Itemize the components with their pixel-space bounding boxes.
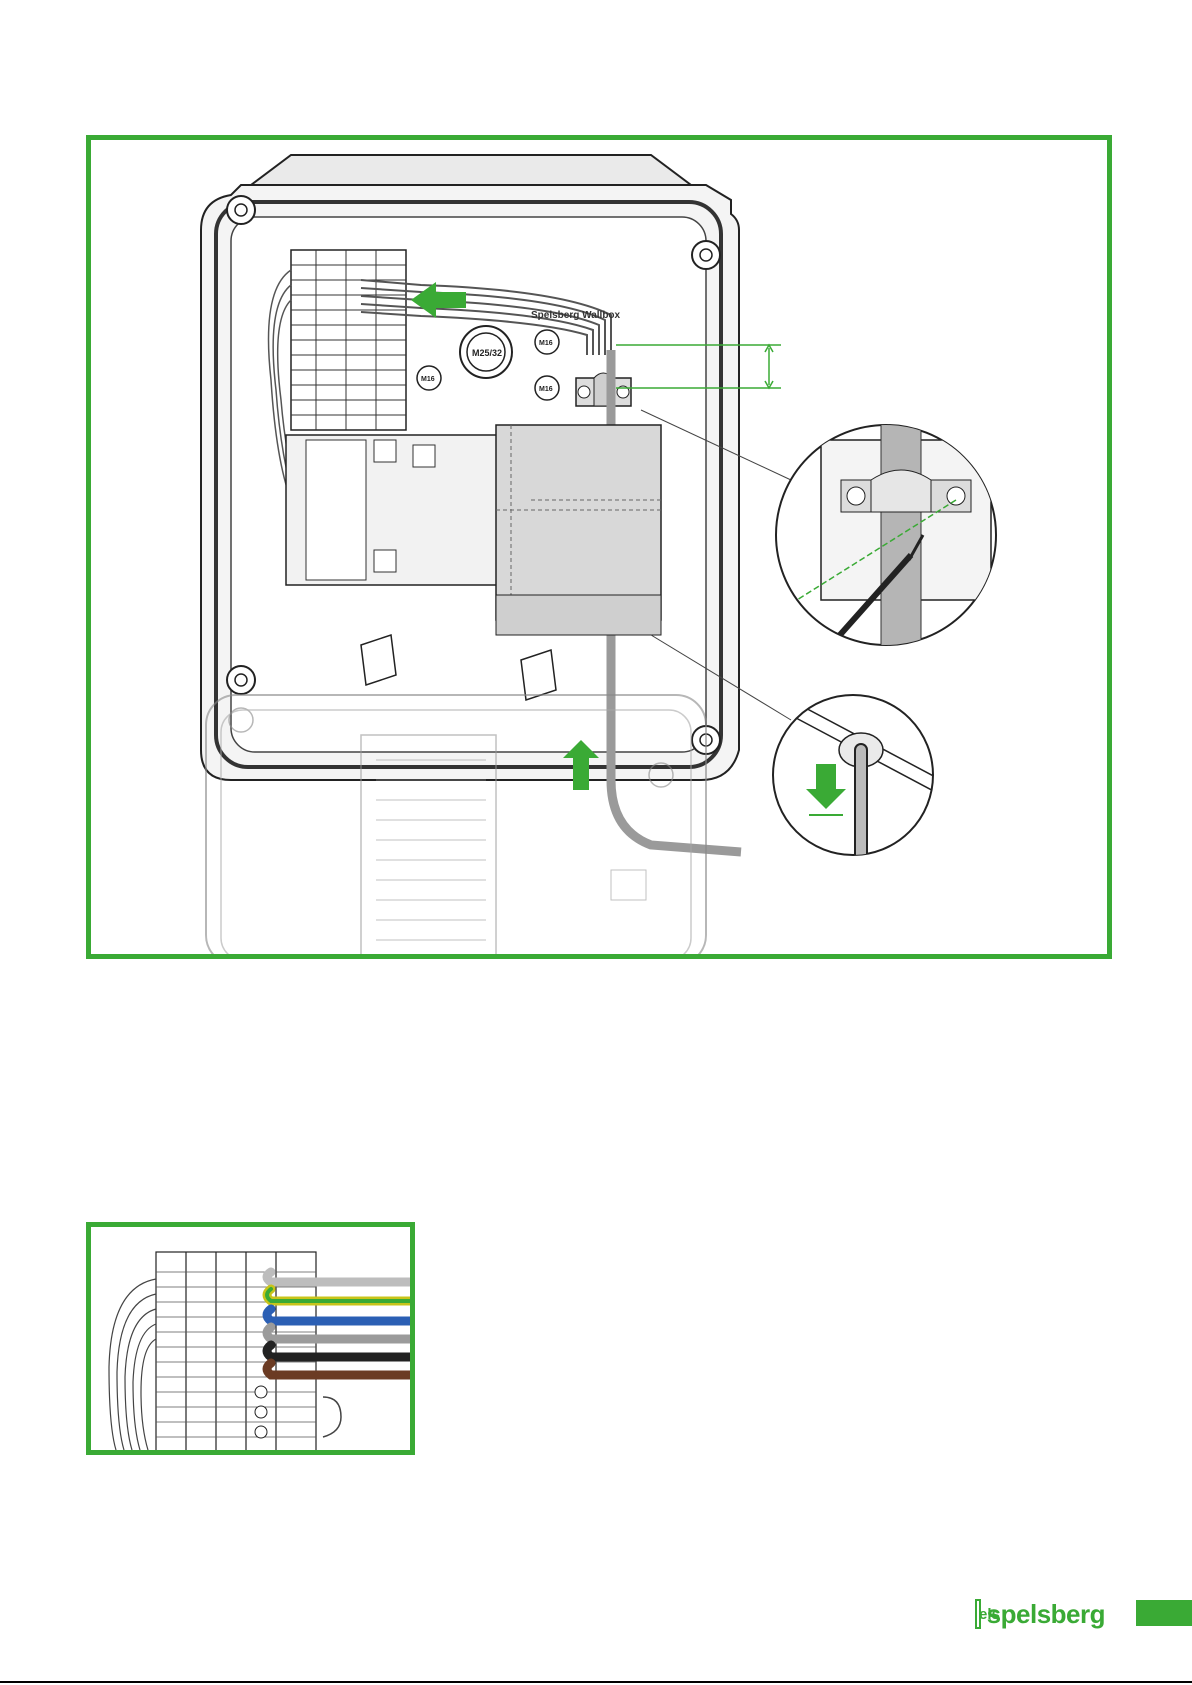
corner-screw-bl [227,666,255,694]
gland-large-label: M25/32 [472,348,502,358]
mounting-rail-left [361,635,396,685]
logo-mark-icon: els [975,1599,981,1629]
corner-screw-tr [692,241,720,269]
terminal-detail-frame [86,1222,415,1455]
detail-right-clip [323,1397,341,1437]
corner-screw-tl [227,196,255,224]
footer-rule [0,1681,1192,1683]
main-illustration-frame: Spelsberg Wallbox M25/32 M16 M16 M16 [86,135,1112,959]
gland-small-bottom-label: M16 [539,386,553,393]
box-label: Spelsberg Wallbox [531,310,621,321]
mounting-rail-right [521,650,556,700]
callout-clamp-detail [776,400,996,660]
detail-internal-wires [109,1279,156,1450]
terminal-wiring-detail [91,1227,410,1450]
rcd-module [496,425,661,635]
page-number-tab [1136,1600,1192,1626]
cable-clamp [576,373,631,406]
spelsberg-logo: els spelsberg [975,1597,1105,1631]
gland-small-top-label: M16 [539,340,553,347]
logo-text: spelsberg [987,1599,1105,1630]
callout-gland-detail [773,695,941,860]
gland-small-left-label: M16 [421,376,435,383]
detail-screw-heads [255,1386,267,1438]
wallbox-wiring-illustration: Spelsberg Wallbox M25/32 M16 M16 M16 [91,140,1107,954]
control-module [286,435,506,585]
logo-mark-text: els [979,1606,1000,1623]
housing-top-ridge [251,155,691,185]
